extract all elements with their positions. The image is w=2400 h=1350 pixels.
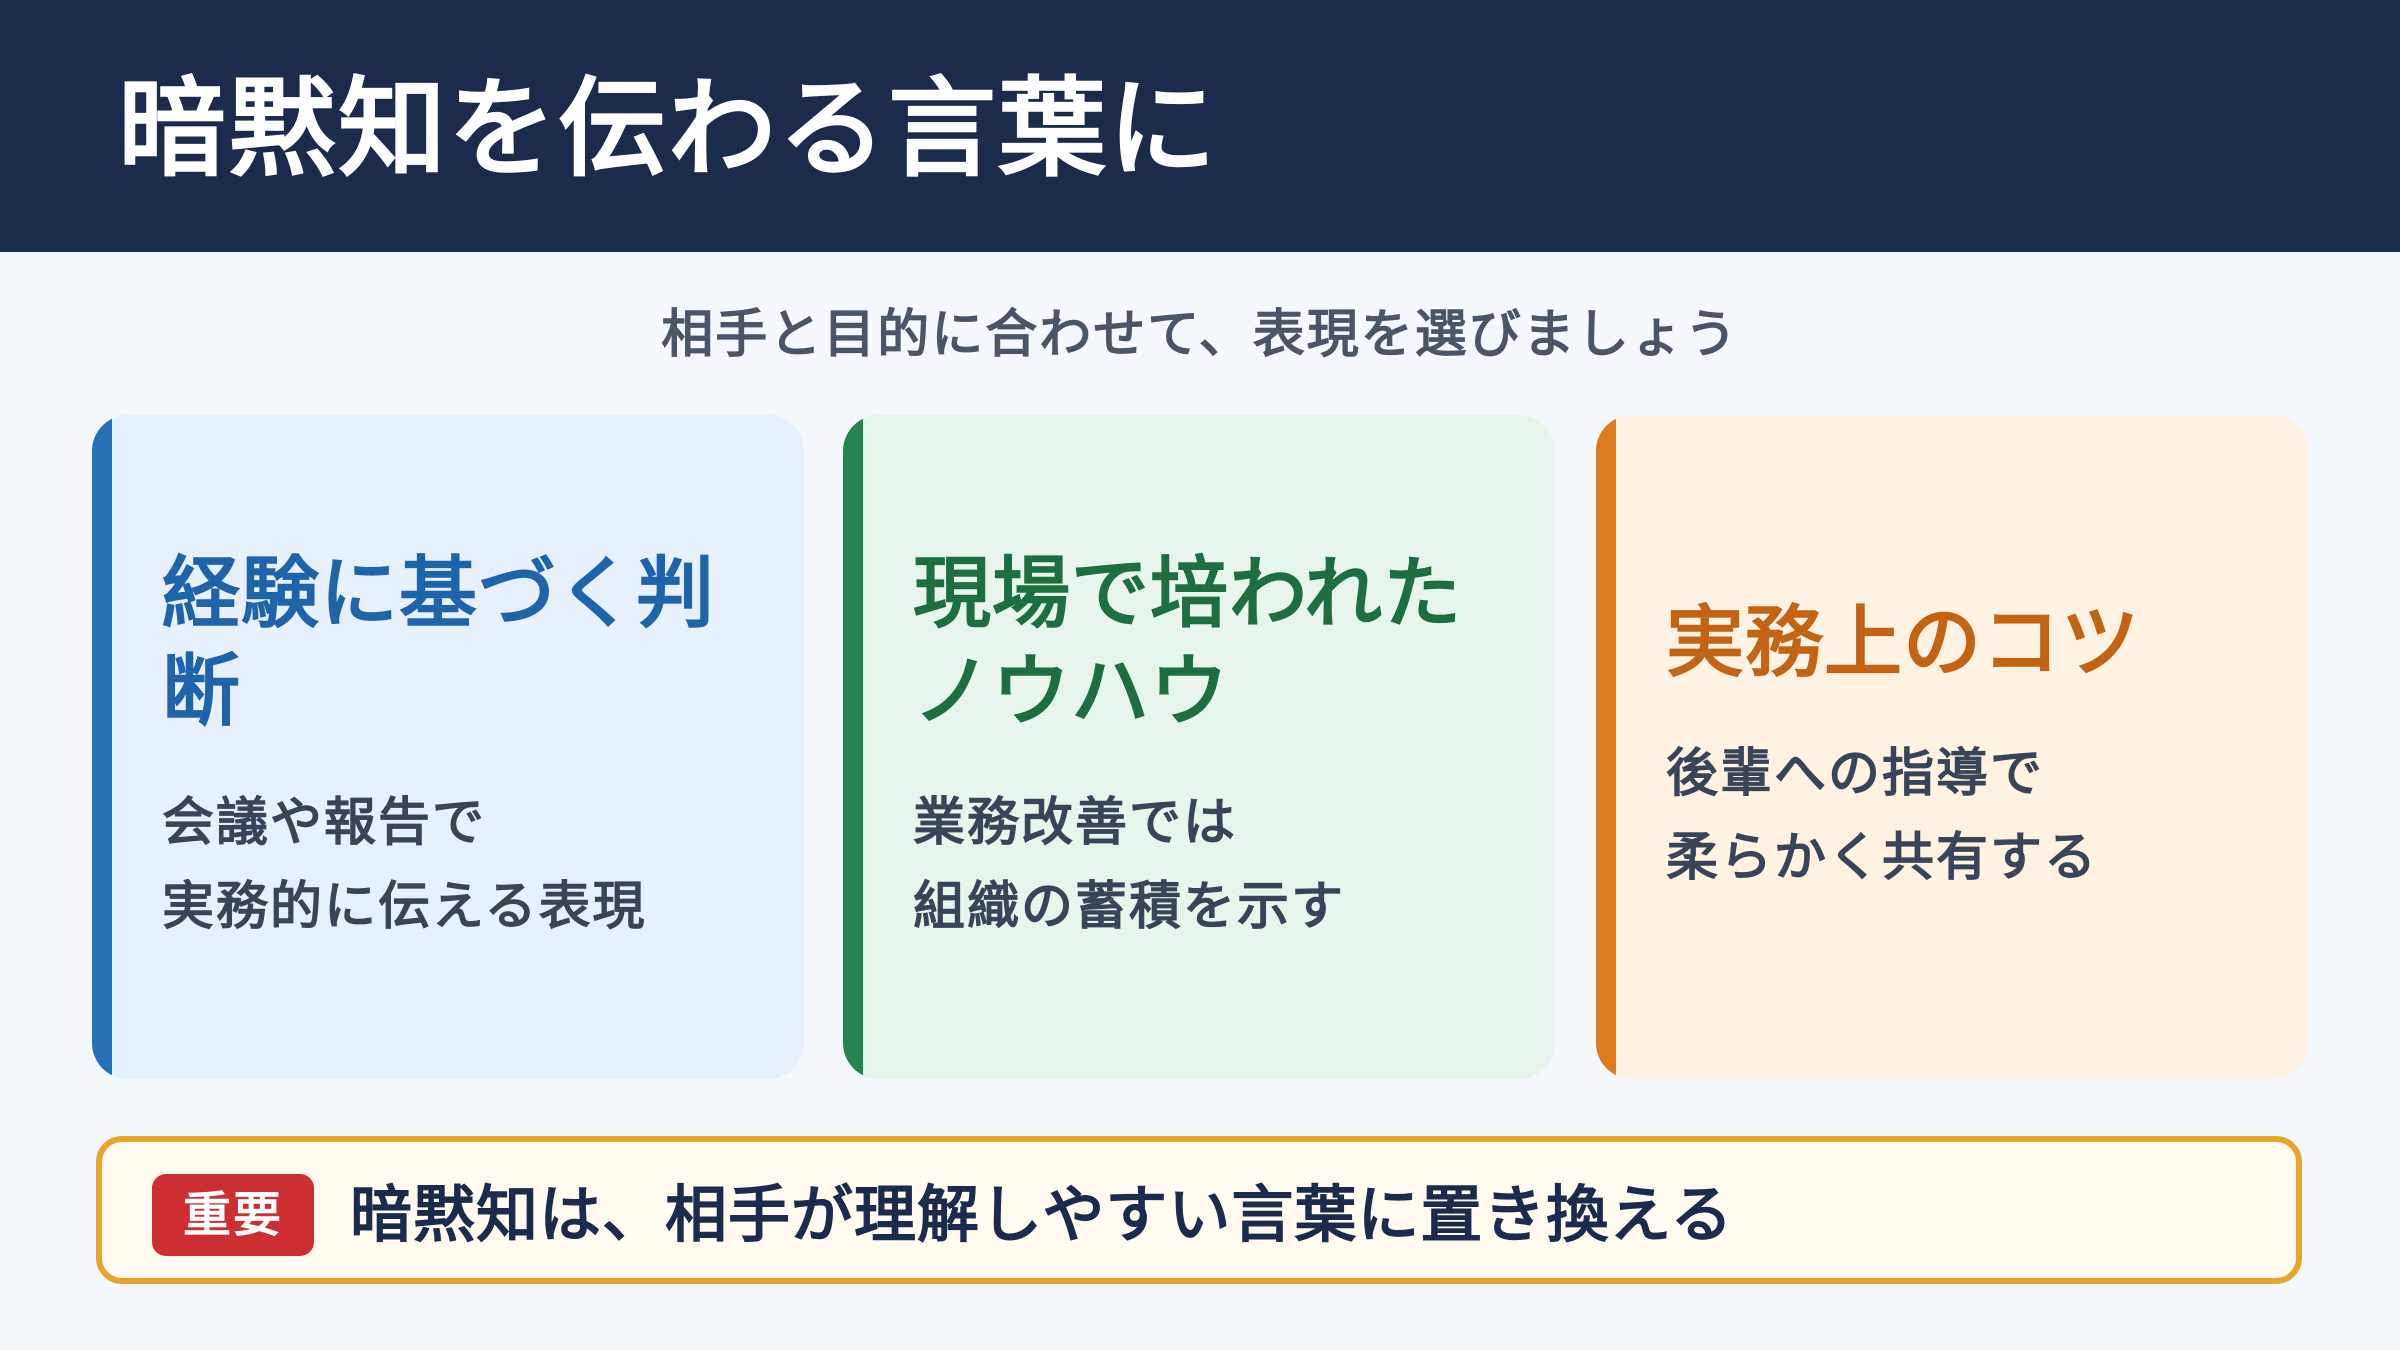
card-title-line: 経験に基づく判 (162, 549, 716, 639)
important-badge: 重要 (152, 1174, 314, 1256)
card-body-line: 実務的に伝える表現 (162, 877, 647, 937)
card-body-line: 柔らかく共有する (1666, 828, 2099, 888)
card-body: 業務改善では 組織の蓄積を示す (913, 781, 1515, 949)
card-accent-bar (1596, 415, 1616, 1079)
card-accent-bar (92, 415, 112, 1079)
important-note: 重要 暗黙知は、相手が理解しやすい言葉に置き換える (96, 1136, 2302, 1284)
card-field-knowhow: 現場で培われた ノウハウ 業務改善では 組織の蓄積を示す (843, 415, 1555, 1079)
card-title: 経験に基づく判 断 (162, 545, 764, 741)
card-accent-bar (843, 415, 863, 1079)
note-text: 暗黙知は、相手が理解しやすい言葉に置き換える (350, 1178, 1734, 1251)
card-practical-tips: 実務上のコツ 後輩への指導で 柔らかく共有する (1596, 415, 2308, 1079)
card-body: 後輩への指導で 柔らかく共有する (1666, 732, 2268, 900)
card-title-line: 断 (162, 647, 242, 737)
card-title: 現場で培われた ノウハウ (913, 545, 1515, 741)
card-body-line: 組織の蓄積を示す (913, 877, 1346, 937)
card-title: 実務上のコツ (1666, 594, 2268, 692)
card-experience-judgment: 経験に基づく判 断 会議や報告で 実務的に伝える表現 (92, 415, 804, 1079)
header-bar: 暗黙知を伝わる言葉に (0, 0, 2400, 252)
card-title-line: 実務上のコツ (1666, 598, 2141, 688)
card-title-line: ノウハウ (913, 647, 1230, 737)
subtitle: 相手と目的に合わせて、表現を選びましょう (661, 305, 1739, 365)
card-body-line: 業務改善では (913, 793, 1238, 853)
card-body-line: 後輩への指導で (1666, 744, 2045, 804)
card-body: 会議や報告で 実務的に伝える表現 (162, 781, 764, 949)
card-title-line: 現場で培われた (913, 549, 1463, 639)
card-body-line: 会議や報告で (162, 793, 487, 853)
page-title: 暗黙知を伝わる言葉に (118, 67, 1219, 192)
